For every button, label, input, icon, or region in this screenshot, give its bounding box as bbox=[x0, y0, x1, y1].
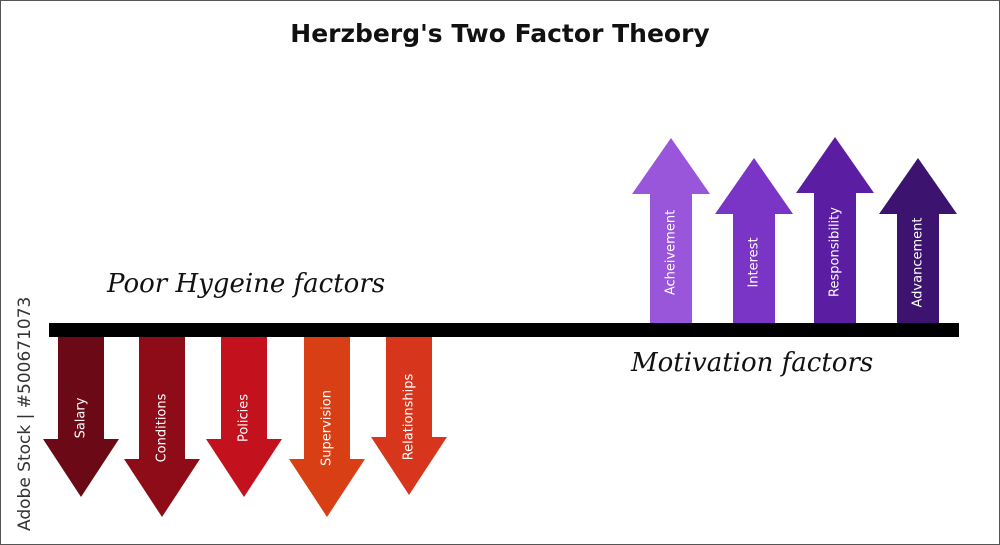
hygiene-arrow-shape bbox=[289, 337, 365, 517]
diagram-title: Herzberg's Two Factor Theory bbox=[290, 19, 710, 48]
motivation-arrow-shape bbox=[715, 158, 793, 323]
motivation-factors-label: Motivation factors bbox=[631, 348, 874, 378]
motivation-arrow-shape bbox=[632, 138, 710, 323]
motivation-arrow-shape bbox=[796, 137, 874, 323]
hygiene-factor-label: Supervision bbox=[320, 390, 335, 466]
motivation-factor-label: Interest bbox=[747, 237, 762, 287]
hygiene-arrow-supervision: Supervision bbox=[289, 337, 365, 517]
motivation-arrow-acheivement: Acheivement bbox=[632, 138, 710, 323]
motivation-arrow-responsibility: Responsibility bbox=[796, 137, 874, 323]
hygiene-factor-label: Relationships bbox=[402, 373, 417, 460]
hygiene-arrow-shape bbox=[43, 337, 119, 497]
stock-watermark: Adobe Stock | #500671073 bbox=[15, 296, 35, 531]
motivation-arrow-shape bbox=[879, 158, 957, 323]
hygiene-arrow-shape bbox=[124, 337, 200, 517]
hygiene-arrow-shape bbox=[371, 337, 447, 495]
hygiene-arrow-relationships: Relationships bbox=[371, 337, 447, 495]
motivation-arrow-advancement: Advancement bbox=[879, 158, 957, 323]
hygiene-factors-label: Poor Hygeine factors bbox=[107, 269, 386, 299]
hygiene-arrow-conditions: Conditions bbox=[124, 337, 200, 517]
hygiene-factor-label: Salary bbox=[74, 397, 89, 438]
motivation-factor-label: Acheivement bbox=[664, 210, 679, 295]
motivation-arrow-interest: Interest bbox=[715, 158, 793, 323]
hygiene-arrow-salary: Salary bbox=[43, 337, 119, 497]
hygiene-arrow-policies: Policies bbox=[206, 337, 282, 497]
hygiene-factor-label: Conditions bbox=[155, 393, 170, 462]
motivation-factor-label: Responsibility bbox=[828, 207, 843, 297]
baseline-bar bbox=[49, 323, 959, 337]
motivation-factor-label: Advancement bbox=[911, 218, 926, 308]
hygiene-arrow-shape bbox=[206, 337, 282, 497]
hygiene-factor-label: Policies bbox=[237, 394, 252, 442]
